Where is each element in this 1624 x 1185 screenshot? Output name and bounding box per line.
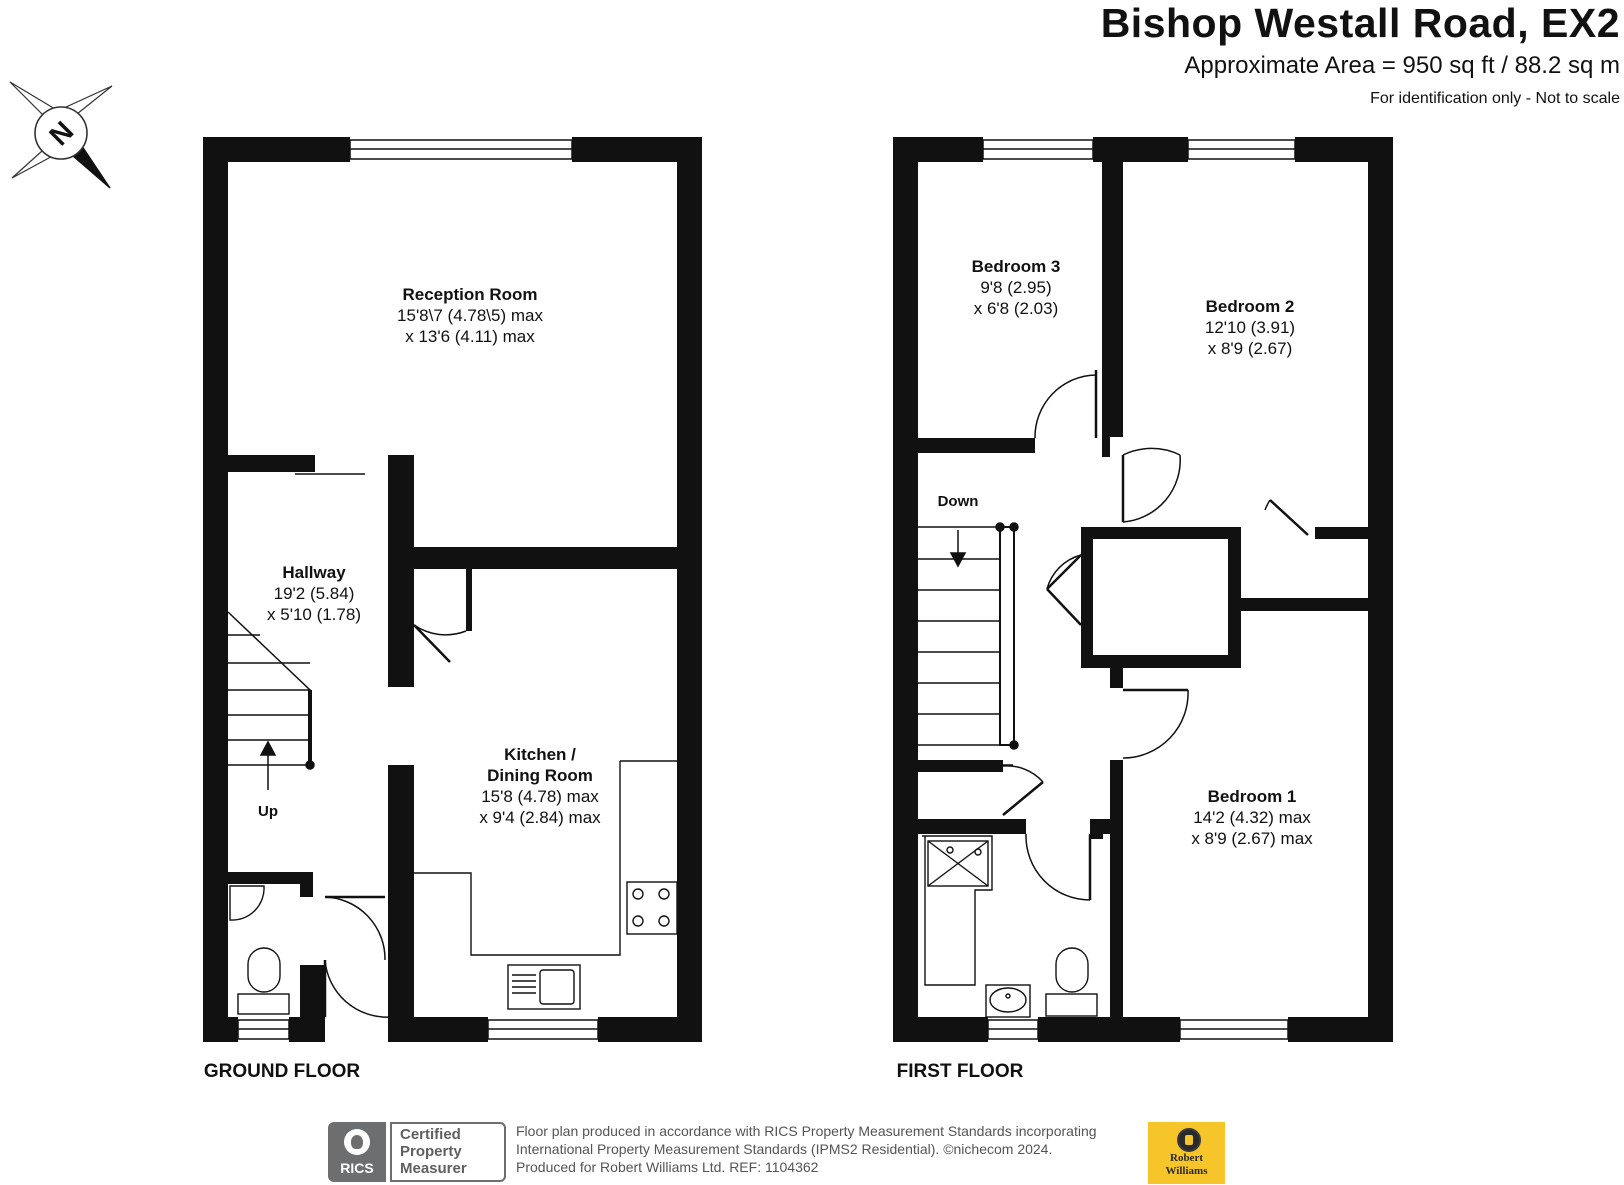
ground-floor-label: GROUND FLOOR [204,1061,360,1082]
room-dimension: 19'2 (5.84) [274,584,355,603]
rics-logo: RICS [328,1122,386,1182]
rics-line: Certified [400,1126,461,1143]
stairs-up-label: Up [258,803,278,820]
room-dimension: x 5'10 (1.78) [267,605,361,624]
footer-line: International Property Measurement Stand… [516,1141,1053,1157]
rics-line: Measurer [400,1160,467,1177]
room-bedroom-3: Bedroom 3 9'8 (2.95) x 6'8 (2.03) [972,257,1061,318]
room-name: Hallway [282,563,346,582]
ground-floor-walls [203,137,702,1042]
footer-line: Floor plan produced in accordance with R… [516,1123,1097,1139]
first-floor-doors [1002,370,1309,901]
rics-line: Property [400,1143,462,1160]
ground-floor-fixtures [229,760,678,1015]
agent-logo-text: Robert Williams [1148,1152,1225,1178]
room-dimension: x 13'6 (4.11) max [405,327,535,346]
rics-certification-text: Certified Property Measurer [400,1126,467,1177]
room-hallway: Hallway 19'2 (5.84) x 5'10 (1.78) [267,563,361,624]
room-kitchen-dining: Kitchen / Dining Room 15'8 (4.78) max x … [479,745,601,827]
first-floor-walls [893,137,1393,1042]
room-dimension: 15'8 (4.78) max [481,787,599,806]
room-bedroom-2: Bedroom 2 12'10 (3.91) x 8'9 (2.67) [1205,297,1295,358]
ground-floor-windows [237,139,599,1040]
room-dimension: 14'2 (4.32) max [1193,808,1311,827]
lion-icon [344,1129,370,1155]
first-floor-stairs [918,522,1019,750]
agent-logo-line: Robert [1170,1152,1203,1164]
ground-floor-doors [323,624,467,1018]
first-floor-label: FIRST FLOOR [897,1061,1024,1082]
room-dimension: x 9'4 (2.84) max [479,808,601,827]
scale-disclaimer: For identification only - Not to scale [1370,90,1620,107]
room-name: Bedroom 3 [972,257,1061,276]
approximate-area: Approximate Area = 950 sq ft / 88.2 sq m [1184,52,1620,79]
rics-logo-text: RICS [340,1160,374,1176]
first-floor-windows [982,139,1296,1040]
room-dimension: x 6'8 (2.03) [974,299,1059,318]
room-dimension: 9'8 (2.95) [980,278,1051,297]
ground-floor-stairs [227,611,315,790]
room-name-line2: Dining Room [487,766,593,785]
room-dimension: 15'8\7 (4.78\5) max [397,306,543,325]
room-dimension: 12'10 (3.91) [1205,318,1295,337]
room-name: Bedroom 1 [1208,787,1297,806]
room-bedroom-1: Bedroom 1 14'2 (4.32) max x 8'9 (2.67) m… [1191,787,1313,848]
agent-logo: Robert Williams [1148,1122,1225,1184]
room-name: Kitchen / [504,745,576,764]
rics-certification-box: Certified Property Measurer [390,1122,506,1182]
room-name: Reception Room [402,285,537,304]
property-title: Bishop Westall Road, EX2 [1100,0,1620,46]
footer-credits: Floor plan produced in accordance with R… [516,1122,1097,1176]
room-dimension: x 8'9 (2.67) max [1191,829,1313,848]
footer-line: Produced for Robert Williams Ltd. REF: 1… [516,1159,819,1175]
room-reception: Reception Room 15'8\7 (4.78\5) max x 13'… [397,285,543,346]
rics-certified-badge: RICS Certified Property Measurer [328,1122,506,1182]
crest-icon [1177,1128,1201,1152]
first-floor-bathroom-fixtures [922,835,1098,1018]
agent-logo-line: Williams [1165,1165,1208,1177]
stairs-down-label: Down [938,493,979,510]
room-name: Bedroom 2 [1206,297,1295,316]
room-dimension: x 8'9 (2.67) [1208,339,1293,358]
compass-icon: N [9,81,113,189]
